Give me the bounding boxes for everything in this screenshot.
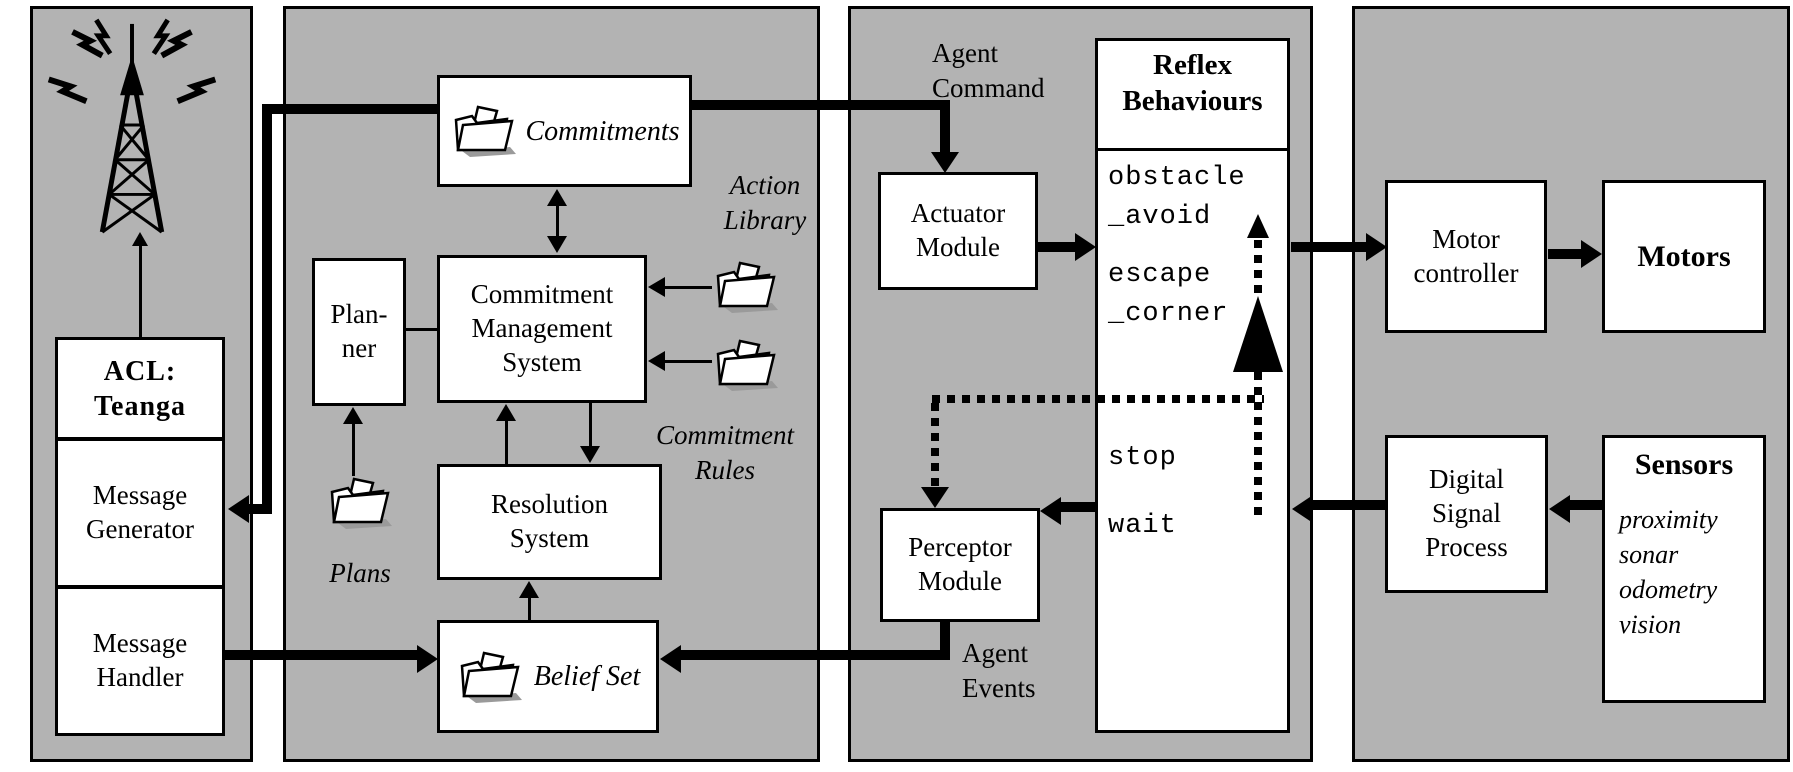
behaviour-obstacle-avoid: obstacle _avoid [1108, 163, 1246, 233]
arrow-resolution-to-cms [505, 420, 508, 464]
dotted-arrowhead-up [1247, 214, 1269, 238]
action-library-label: Action Library [723, 170, 807, 236]
acl-teanga-box: ACL: Teanga [55, 337, 225, 440]
arrow-perceptor-to-beliefset [660, 645, 681, 673]
sensor-types-label: proximity sonar odometry vision [1619, 504, 1718, 639]
folder-icon [450, 104, 516, 158]
arrow-sensors-to-dsp [1549, 495, 1570, 523]
motor-controller-box: Motor controller [1385, 180, 1547, 333]
plans-label: Plans [329, 558, 391, 588]
dotted-line-to-perceptor [931, 403, 939, 489]
digital-signal-process-label: Digital Signal Process [1425, 464, 1508, 562]
agent-events-label: Agent Events [962, 638, 1036, 704]
sensors-box: Sensors proximity sonar odometry vision [1602, 435, 1766, 703]
arrow-action-library-to-cms [648, 277, 665, 297]
arrow-reflex-to-perceptor [1040, 497, 1061, 525]
motor-controller-label: Motor controller [1413, 223, 1519, 288]
arrow-reflex-to-motorcontroller [1366, 233, 1387, 261]
arrow-actuator-to-reflex [1038, 242, 1075, 252]
connector-planner-cms [406, 328, 437, 331]
belief-set-box: Belief Set [437, 620, 659, 733]
arrow-commitments-cms [556, 205, 559, 237]
arrow-acl-to-antenna [139, 245, 142, 338]
behaviour-wait: wait [1108, 511, 1177, 541]
message-generator-label: Message Generator [86, 480, 194, 544]
arrow-actuator-to-reflex [1075, 233, 1096, 261]
arrow-motorcontroller-to-motors [1581, 240, 1602, 268]
arrow-commitments-cms [547, 189, 567, 206]
message-handler-box: Message Handler [55, 586, 225, 736]
plans-folder-icon [326, 476, 392, 535]
acl-teanga-label: ACL: Teanga [93, 355, 187, 422]
arrow-acl-to-antenna [132, 232, 148, 246]
perceptor-module-box: Perceptor Module [880, 508, 1040, 622]
inhibitor-triangle [1233, 296, 1283, 372]
arrow-reflex-to-perceptor [1061, 502, 1095, 512]
folder-icon [456, 650, 522, 704]
message-handler-label: Message Handler [92, 628, 188, 692]
arrow-messagehandler-to-beliefset [225, 650, 417, 660]
reflex-behaviours-title: Reflex Behaviours [1098, 41, 1287, 151]
arrow-reflex-to-motorcontroller [1291, 242, 1366, 252]
arrow-commitment-rules-to-cms [648, 351, 665, 371]
behaviour-escape-corner: escape _corner [1108, 260, 1229, 330]
arrow-plans-to-planner [343, 407, 363, 424]
arrow-cms-to-resolution [589, 403, 592, 447]
folder-icon [712, 260, 778, 319]
resolution-system-box: Resolution System [437, 464, 662, 580]
arrow-cms-to-resolution [580, 446, 600, 463]
commitments-box: Commitments [437, 75, 692, 187]
arrow-commitments-to-message-generator [249, 504, 264, 514]
arrow-commitments-to-actuator [931, 152, 959, 173]
agent-command-label: Agent Command [932, 38, 1045, 104]
arrow-messagehandler-to-beliefset [417, 645, 438, 673]
arrow-commitments-to-message-generator [262, 104, 439, 114]
arrow-resolution-to-cms [496, 404, 516, 421]
planner-label: Plan- ner [330, 299, 388, 363]
commitment-management-box: Commitment Management System [437, 255, 647, 403]
arrow-commitments-to-message-generator [262, 104, 272, 514]
arrow-commitment-rules-to-cms [665, 360, 712, 363]
arrow-perceptor-to-beliefset [940, 620, 950, 660]
arrow-sensors-to-dsp [1570, 500, 1602, 510]
perceptor-module-label: Perceptor Module [908, 532, 1012, 596]
dotted-line-horizontal [932, 395, 1264, 403]
arrow-motorcontroller-to-motors [1548, 249, 1581, 259]
dotted-arrowhead-to-perceptor [921, 487, 949, 508]
commitment-management-label: Commitment Management System [470, 279, 614, 377]
motors-box: Motors [1602, 180, 1766, 333]
arrow-perceptor-to-beliefset [681, 650, 950, 660]
commitment-rules-label: Commitment Rules [656, 420, 794, 486]
resolution-system-label: Resolution System [490, 489, 608, 553]
arrow-beliefset-to-resolution [528, 597, 531, 620]
arrow-dsp-to-reflex [1313, 500, 1385, 510]
commitments-label: Commitments [525, 115, 680, 147]
arrow-commitments-to-actuator [692, 100, 950, 110]
arrow-commitments-to-actuator [940, 100, 950, 154]
actuator-module-label: Actuator Module [910, 198, 1006, 262]
arrow-action-library-to-cms [665, 286, 712, 289]
arrow-plans-to-planner [352, 423, 355, 476]
actuator-module-box: Actuator Module [878, 172, 1038, 290]
motors-label: Motors [1637, 239, 1731, 273]
antenna-icon [42, 16, 222, 244]
sensors-label: Sensors [1634, 448, 1734, 481]
message-generator-box: Message Generator [55, 438, 225, 588]
dotted-line-above-inhibitor [1254, 240, 1262, 296]
planner-box: Plan- ner [312, 258, 406, 406]
dotted-line-below-inhibitor [1254, 372, 1262, 518]
arrow-commitments-to-message-generator [228, 495, 249, 523]
folder-icon [712, 338, 778, 397]
arrow-beliefset-to-resolution [519, 581, 539, 598]
behaviour-stop: stop [1108, 443, 1177, 473]
belief-set-label: Belief Set [533, 661, 641, 692]
arrow-dsp-to-reflex [1292, 495, 1313, 523]
digital-signal-process-box: Digital Signal Process [1385, 435, 1548, 593]
arrow-commitments-cms [547, 236, 567, 253]
